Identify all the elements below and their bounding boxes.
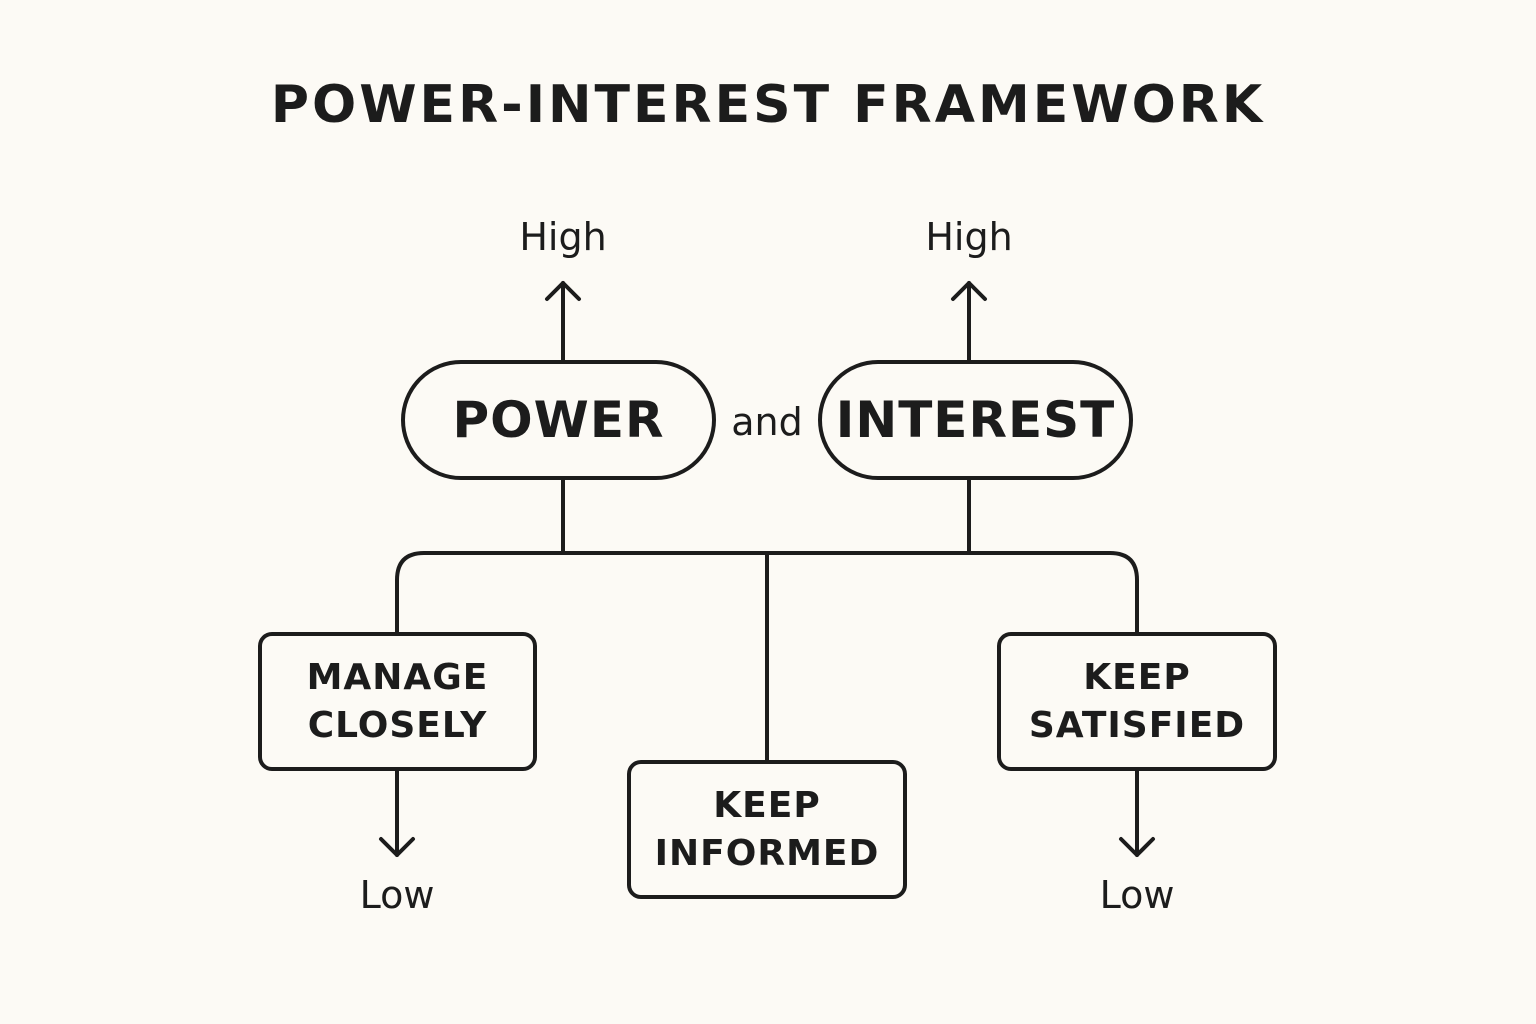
power-high-arrowhead — [545, 281, 581, 301]
manage-closely-node: MANAGE CLOSELY — [258, 632, 537, 771]
interest-node: INTEREST — [818, 360, 1133, 480]
manage-closely-line-1: MANAGE — [306, 656, 489, 698]
power-high-label: High — [519, 215, 607, 259]
and-connector: and — [731, 400, 803, 444]
manage-closely-line-2: CLOSELY — [307, 704, 488, 746]
manage-closely-low-arrowhead — [379, 837, 415, 857]
keep-satisfied-low-label: Low — [1099, 873, 1175, 917]
keep-informed-line-2: INFORMED — [654, 832, 880, 874]
keep-satisfied-node: KEEP SATISFIED — [997, 632, 1277, 771]
diagram-title: POWER-INTEREST FRAMEWORK — [270, 75, 1266, 135]
power-node: POWER — [401, 360, 716, 480]
interest-high-arrowhead — [951, 281, 987, 301]
keep-informed-node: KEEP INFORMED — [627, 760, 907, 899]
interest-high-label: High — [925, 215, 1013, 259]
keep-informed-line-1: KEEP — [713, 784, 821, 826]
keep-satisfied-line-2: SATISFIED — [1028, 704, 1246, 746]
keep-satisfied-low-arrowhead — [1119, 837, 1155, 857]
keep-satisfied-line-1: KEEP — [1083, 656, 1191, 698]
manage-closely-low-label: Low — [359, 873, 435, 917]
interest-node-label: INTEREST — [835, 391, 1116, 449]
power-node-label: POWER — [452, 391, 665, 449]
